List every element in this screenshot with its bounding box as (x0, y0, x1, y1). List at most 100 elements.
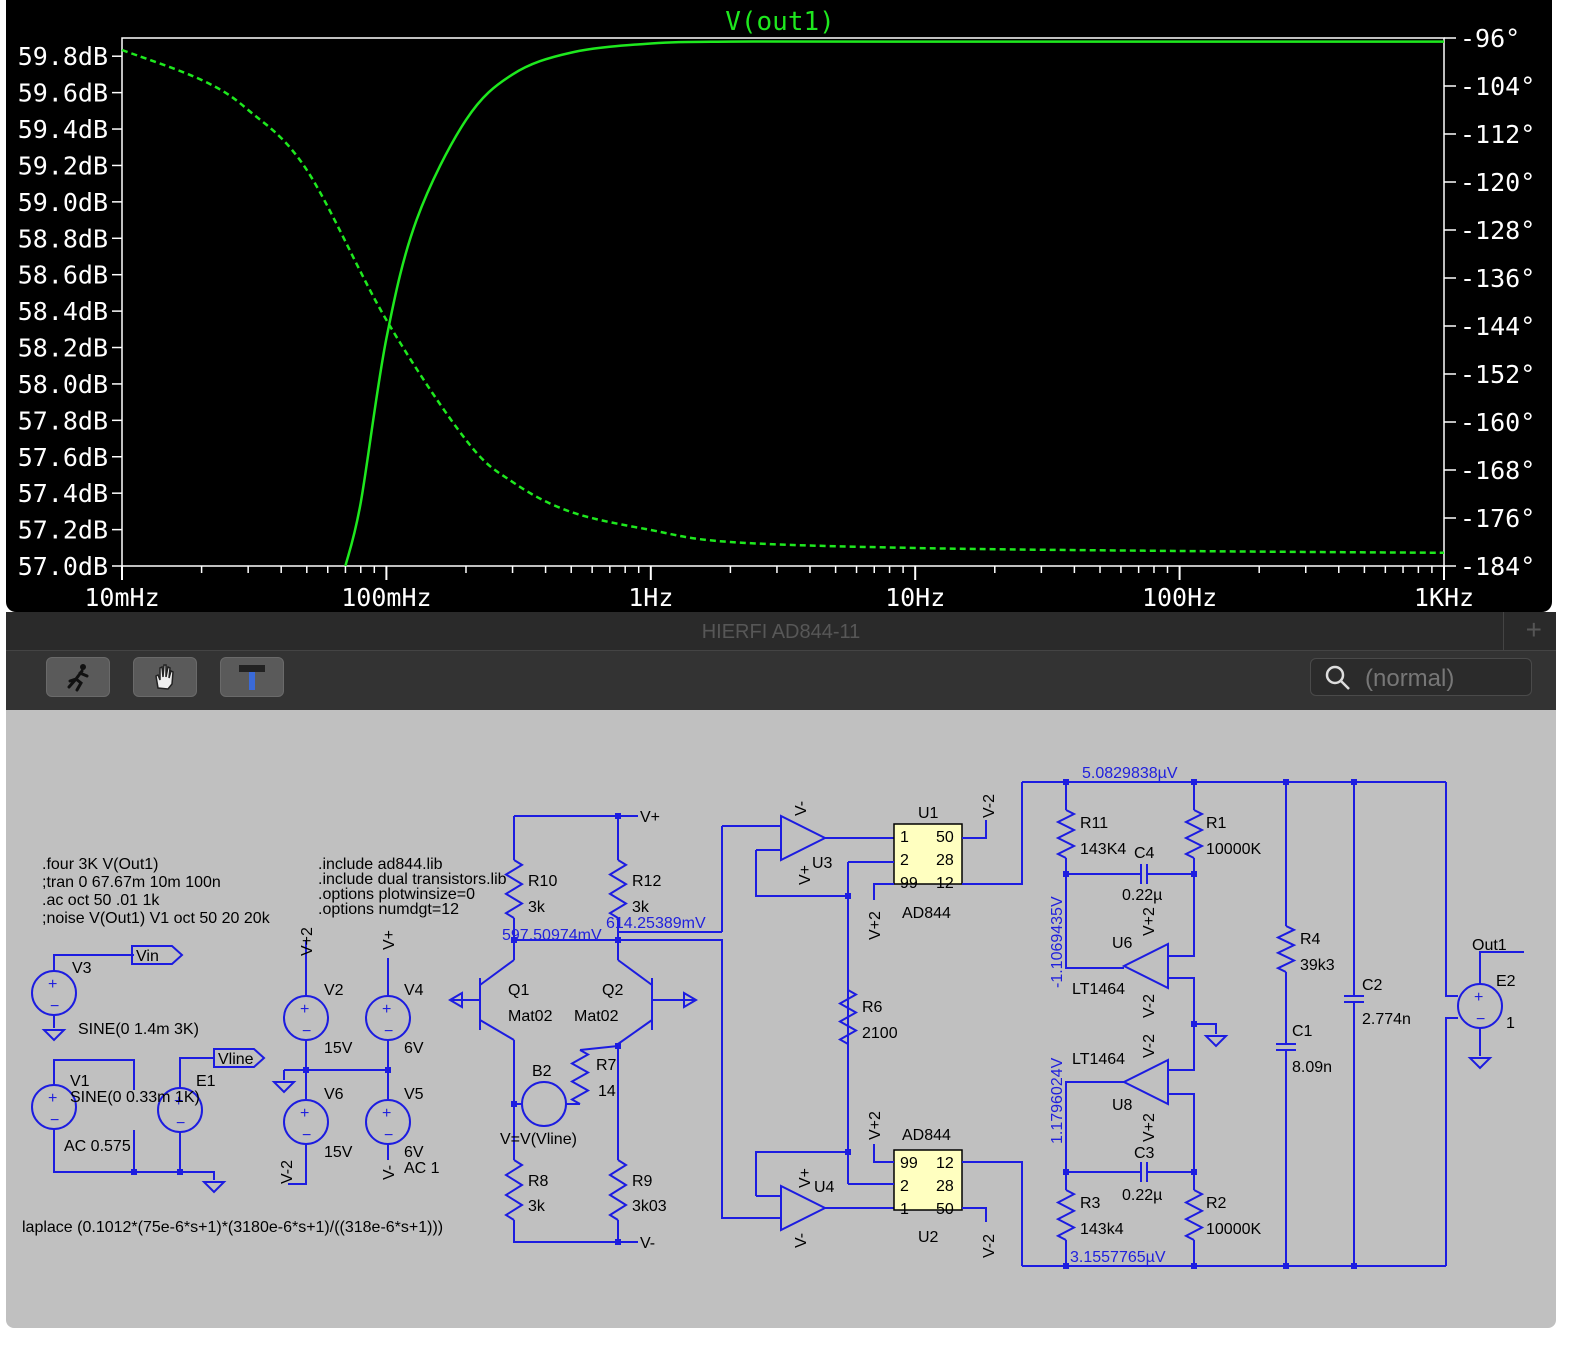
r2-name: R2 (1206, 1195, 1227, 1212)
search-icon (1325, 665, 1350, 690)
u2-block[interactable] (893, 1149, 963, 1211)
q1-arrow (448, 991, 463, 1009)
phase-trace (121, 48, 1445, 555)
ground-icon (41, 1029, 67, 1042)
vin-net-label: Vin (136, 948, 159, 965)
wire (755, 850, 848, 897)
left-tick-label: 58.8dB (18, 224, 108, 253)
right-tick-label: -128° (1460, 216, 1535, 245)
wire (1065, 858, 1124, 969)
c1-name: C1 (1292, 1023, 1313, 1040)
x-tick-label: 10Hz (885, 583, 945, 612)
node-voltage-left-top: -1.1069435V (1049, 896, 1066, 988)
opamp-symbol (1121, 1058, 1169, 1106)
right-tick-label: -168° (1460, 456, 1535, 485)
u6-vplus2: V+2 (1141, 907, 1158, 936)
u2-pin: 1 (900, 1201, 909, 1218)
junction-dot (845, 1149, 851, 1155)
u1-block[interactable] (893, 823, 963, 885)
halt-button[interactable] (133, 657, 197, 697)
schematic-editor[interactable]: .four 3K V(Out1);tran 0 67.67m 10m 100n.… (6, 710, 1556, 1328)
minus-sign: − (1476, 1011, 1485, 1028)
include-directive: .options plotwinsize=0 (318, 886, 475, 903)
wire (513, 1220, 638, 1243)
wire (179, 1057, 214, 1088)
v5-value: 6V (404, 1144, 424, 1161)
c4-name: C4 (1134, 845, 1155, 862)
u3-vminus: V- (793, 801, 810, 816)
left-tick-label: 58.6dB (18, 261, 108, 290)
wire (873, 883, 894, 900)
include-directive: .options numdgt=12 (318, 901, 459, 918)
wire (962, 782, 1023, 885)
schematic-labels: .four 3K V(Out1);tran 0 67.67m 10m 100n.… (22, 765, 1516, 1266)
hammer-icon (239, 665, 265, 690)
minus-sign: − (50, 998, 59, 1015)
wire (514, 939, 781, 1219)
wire (1065, 1081, 1124, 1190)
left-tick-label: 57.6dB (18, 443, 108, 472)
left-tick-label: 57.8dB (18, 406, 108, 435)
x-tick-label: 100Hz (1142, 583, 1217, 612)
include-directive: .include dual transistors.lib (318, 871, 507, 888)
opamp-symbol (1121, 942, 1169, 990)
v6-name: V6 (324, 1086, 344, 1103)
b2-source-symbol (521, 1081, 567, 1127)
v1-ac: AC 0.575 (64, 1138, 131, 1155)
b2-value: V=V(Vline) (500, 1131, 577, 1148)
vminus-label: V- (640, 1235, 655, 1252)
plot-area[interactable] (121, 37, 1445, 567)
r9-name: R9 (632, 1173, 653, 1190)
junction-dot (1191, 871, 1197, 877)
v1-value: SINE(0 0.33m 1K) (70, 1089, 200, 1106)
plus-sign: + (382, 1105, 391, 1122)
wire (1445, 1017, 1458, 1266)
u2-pin: 50 (936, 1201, 954, 1218)
minus-sign: − (176, 1115, 185, 1132)
halt-hand-icon (155, 664, 174, 690)
node-voltage-bottom: 3.1557765µV (1070, 1249, 1166, 1266)
resistor-symbol (569, 1049, 591, 1105)
u2-pin: 12 (936, 1155, 954, 1172)
minus-sign: − (302, 1127, 311, 1144)
left-tick-label: 58.4dB (18, 297, 108, 326)
left-tick-label: 57.4dB (18, 479, 108, 508)
junction-dot (615, 1239, 621, 1245)
run-button[interactable] (46, 657, 110, 697)
search-placeholder: (normal) (1365, 665, 1455, 692)
u1-vplus2: V+2 (867, 911, 884, 940)
search-field[interactable]: (normal) (1310, 658, 1532, 696)
b2-name: B2 (532, 1063, 552, 1080)
node-voltage-left-bottom: 1.1796024V (1049, 1057, 1066, 1144)
c1-value: 8.09n (1292, 1059, 1332, 1076)
bode-plot[interactable]: V(out1) 59.8dB59.6dB59.4dB59.2dB59.0dB58… (6, 0, 1552, 612)
q2-name: Q2 (602, 982, 623, 999)
tools-button[interactable] (220, 657, 284, 697)
wire (1168, 858, 1195, 957)
resistor-symbol (608, 1159, 628, 1221)
u4-vplus: V+ (797, 1168, 814, 1188)
junction-dot (1063, 1169, 1069, 1175)
spice-directive: ;noise V(Out1) V1 oct 50 20 20k (42, 910, 271, 927)
minus-sign: − (384, 1127, 393, 1144)
r6-name: R6 (862, 999, 883, 1016)
schematic-canvas[interactable]: .four 3K V(Out1);tran 0 67.67m 10m 100n.… (6, 710, 1556, 1328)
r1-name: R1 (1206, 815, 1227, 832)
plus-sign: + (300, 1105, 309, 1122)
left-tick-label: 59.4dB (18, 115, 108, 144)
u1-model: AD844 (902, 905, 951, 922)
u1-pin: 50 (936, 829, 954, 846)
u2-pin: 99 (900, 1155, 918, 1172)
r1-value: 10000K (1206, 841, 1261, 858)
opamp-symbol (780, 814, 828, 862)
r3-value: 143k4 (1080, 1221, 1124, 1238)
resistor-symbol (1183, 809, 1205, 859)
q1-name: Q1 (508, 982, 529, 999)
trace-name-label[interactable]: V(out1) (725, 7, 835, 37)
r10-value: 3k (528, 899, 546, 916)
left-tick-label: 57.0dB (18, 552, 108, 581)
v2-value: 15V (324, 1040, 353, 1057)
new-tab-button[interactable]: + (1525, 614, 1542, 645)
resistor-symbol (1275, 925, 1297, 973)
